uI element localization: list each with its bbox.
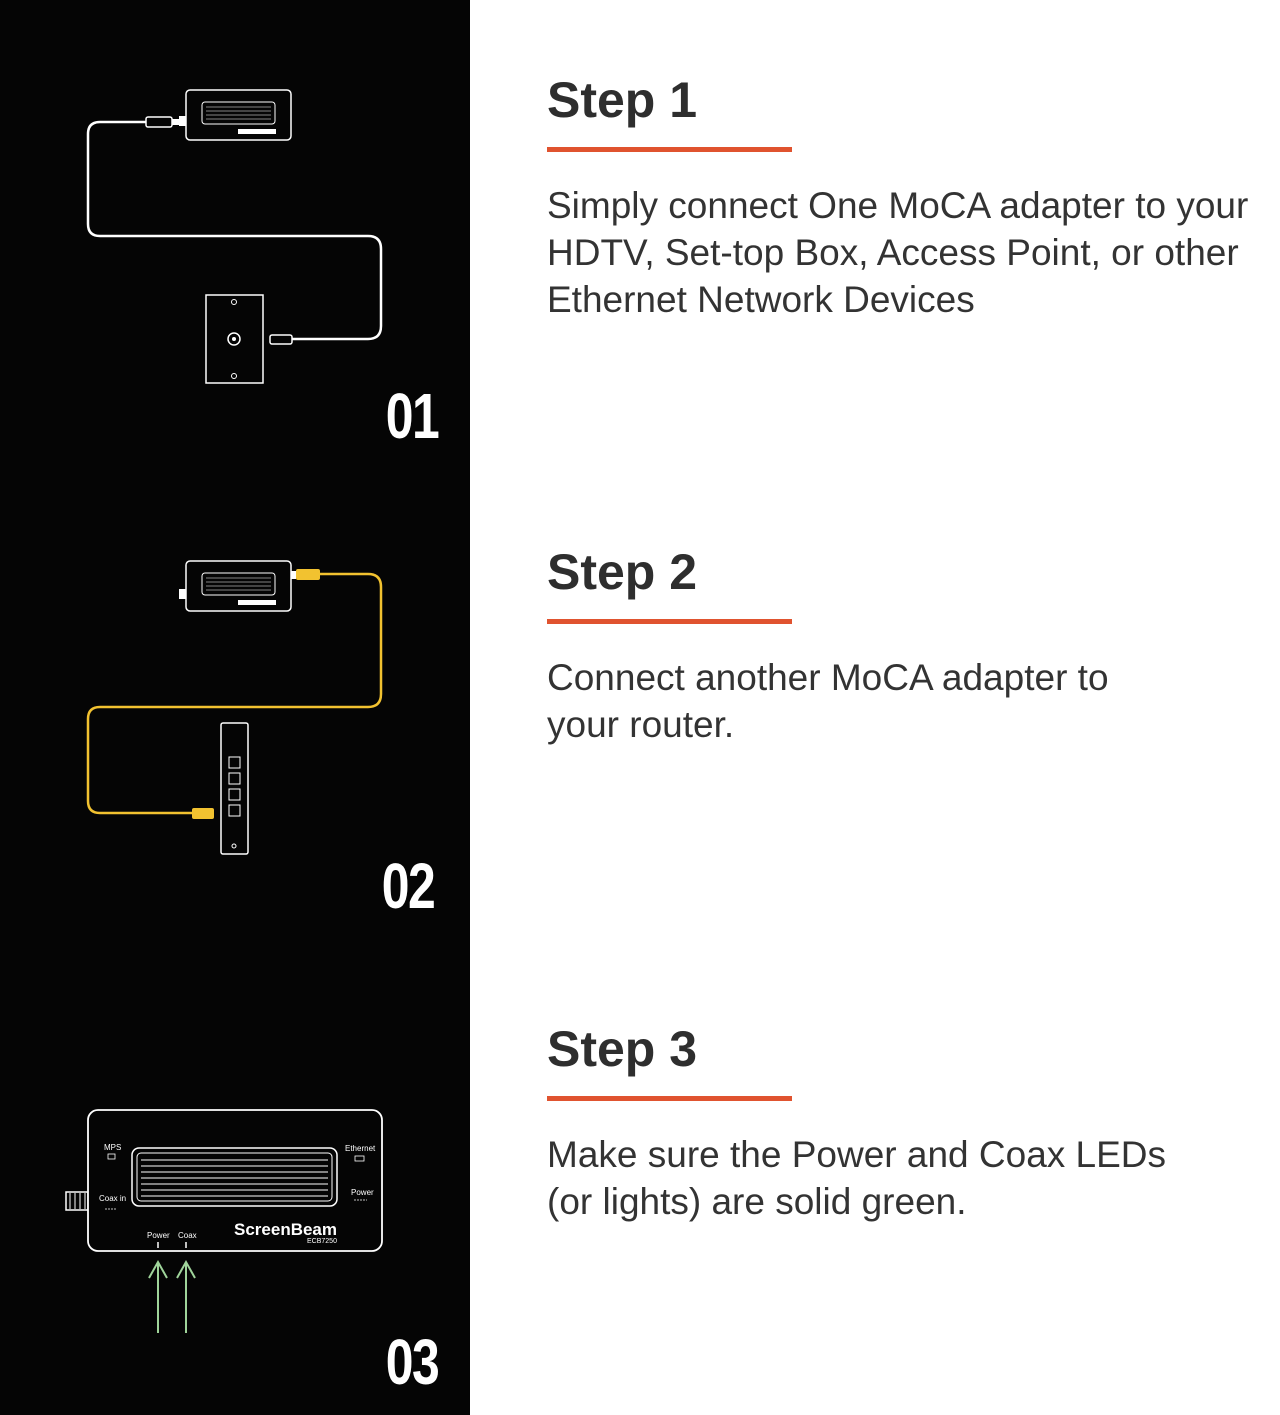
step-1-description: Simply connect One MoCA adapter to your … — [547, 185, 1249, 320]
coax-input-port — [65, 1191, 89, 1211]
step-1-block: Step 1 Simply connect One MoCA adapter t… — [547, 75, 1277, 323]
ethernet-cable-yellow — [86, 572, 383, 815]
coax-cable-white — [86, 120, 383, 341]
step-1-title: Step 1 — [547, 72, 698, 128]
step-1-illustration — [86, 89, 383, 384]
step-2-description: Connect another MoCA adapter to your rou… — [547, 657, 1109, 745]
brand-logo: ScreenBeam — [234, 1220, 337, 1239]
ethernet-connector-bottom — [192, 808, 214, 819]
moca-adapter-small — [179, 89, 292, 141]
moca-adapter-large: MPS Coax in Ethernet Power Power Coax Sc… — [87, 1109, 383, 1252]
label-power-led: Power — [147, 1231, 170, 1240]
label-power-right: Power — [351, 1188, 374, 1197]
step-2-title: Step 2 — [547, 544, 698, 600]
step-3-title: Step 3 — [547, 1021, 698, 1077]
led-arrows — [148, 1259, 196, 1333]
step-3-rule — [547, 1096, 792, 1101]
step-2-illustration — [86, 560, 383, 855]
coax-connector-tip — [172, 119, 180, 125]
label-ethernet: Ethernet — [345, 1144, 376, 1153]
label-mps: MPS — [104, 1143, 121, 1152]
step-3-block: Step 3 Make sure the Power and Coax LEDs… — [547, 1024, 1207, 1225]
router-device — [220, 722, 249, 855]
label-coax-in: Coax in — [99, 1194, 126, 1203]
diagram-step-2: 02 — [0, 472, 470, 944]
step-2-rule — [547, 619, 792, 624]
ethernet-connector-top — [296, 569, 320, 580]
wall-coax-connector — [269, 334, 293, 345]
label-coax-led: Coax — [178, 1231, 197, 1240]
step-number-3: 03 — [385, 1326, 440, 1398]
step-number-1: 01 — [385, 380, 440, 452]
moca-adapter-small — [179, 560, 296, 612]
step-2-block: Step 2 Connect another MoCA adapter to y… — [547, 547, 1127, 748]
step-3-description: Make sure the Power and Coax LEDs (or li… — [547, 1134, 1167, 1222]
diagram-step-3: MPS Coax in Ethernet Power Power Coax Sc… — [0, 944, 470, 1415]
diagram-panel: 01 — [0, 0, 470, 1415]
step-number-2: 02 — [381, 850, 436, 922]
wall-coax-plate — [205, 294, 264, 384]
diagram-step-1: 01 — [0, 0, 470, 472]
step-1-rule — [547, 147, 792, 152]
model-number: ECB7250 — [307, 1238, 337, 1245]
step-3-illustration: MPS Coax in Ethernet Power Power Coax Sc… — [65, 1109, 383, 1333]
coax-connector — [145, 116, 173, 128]
